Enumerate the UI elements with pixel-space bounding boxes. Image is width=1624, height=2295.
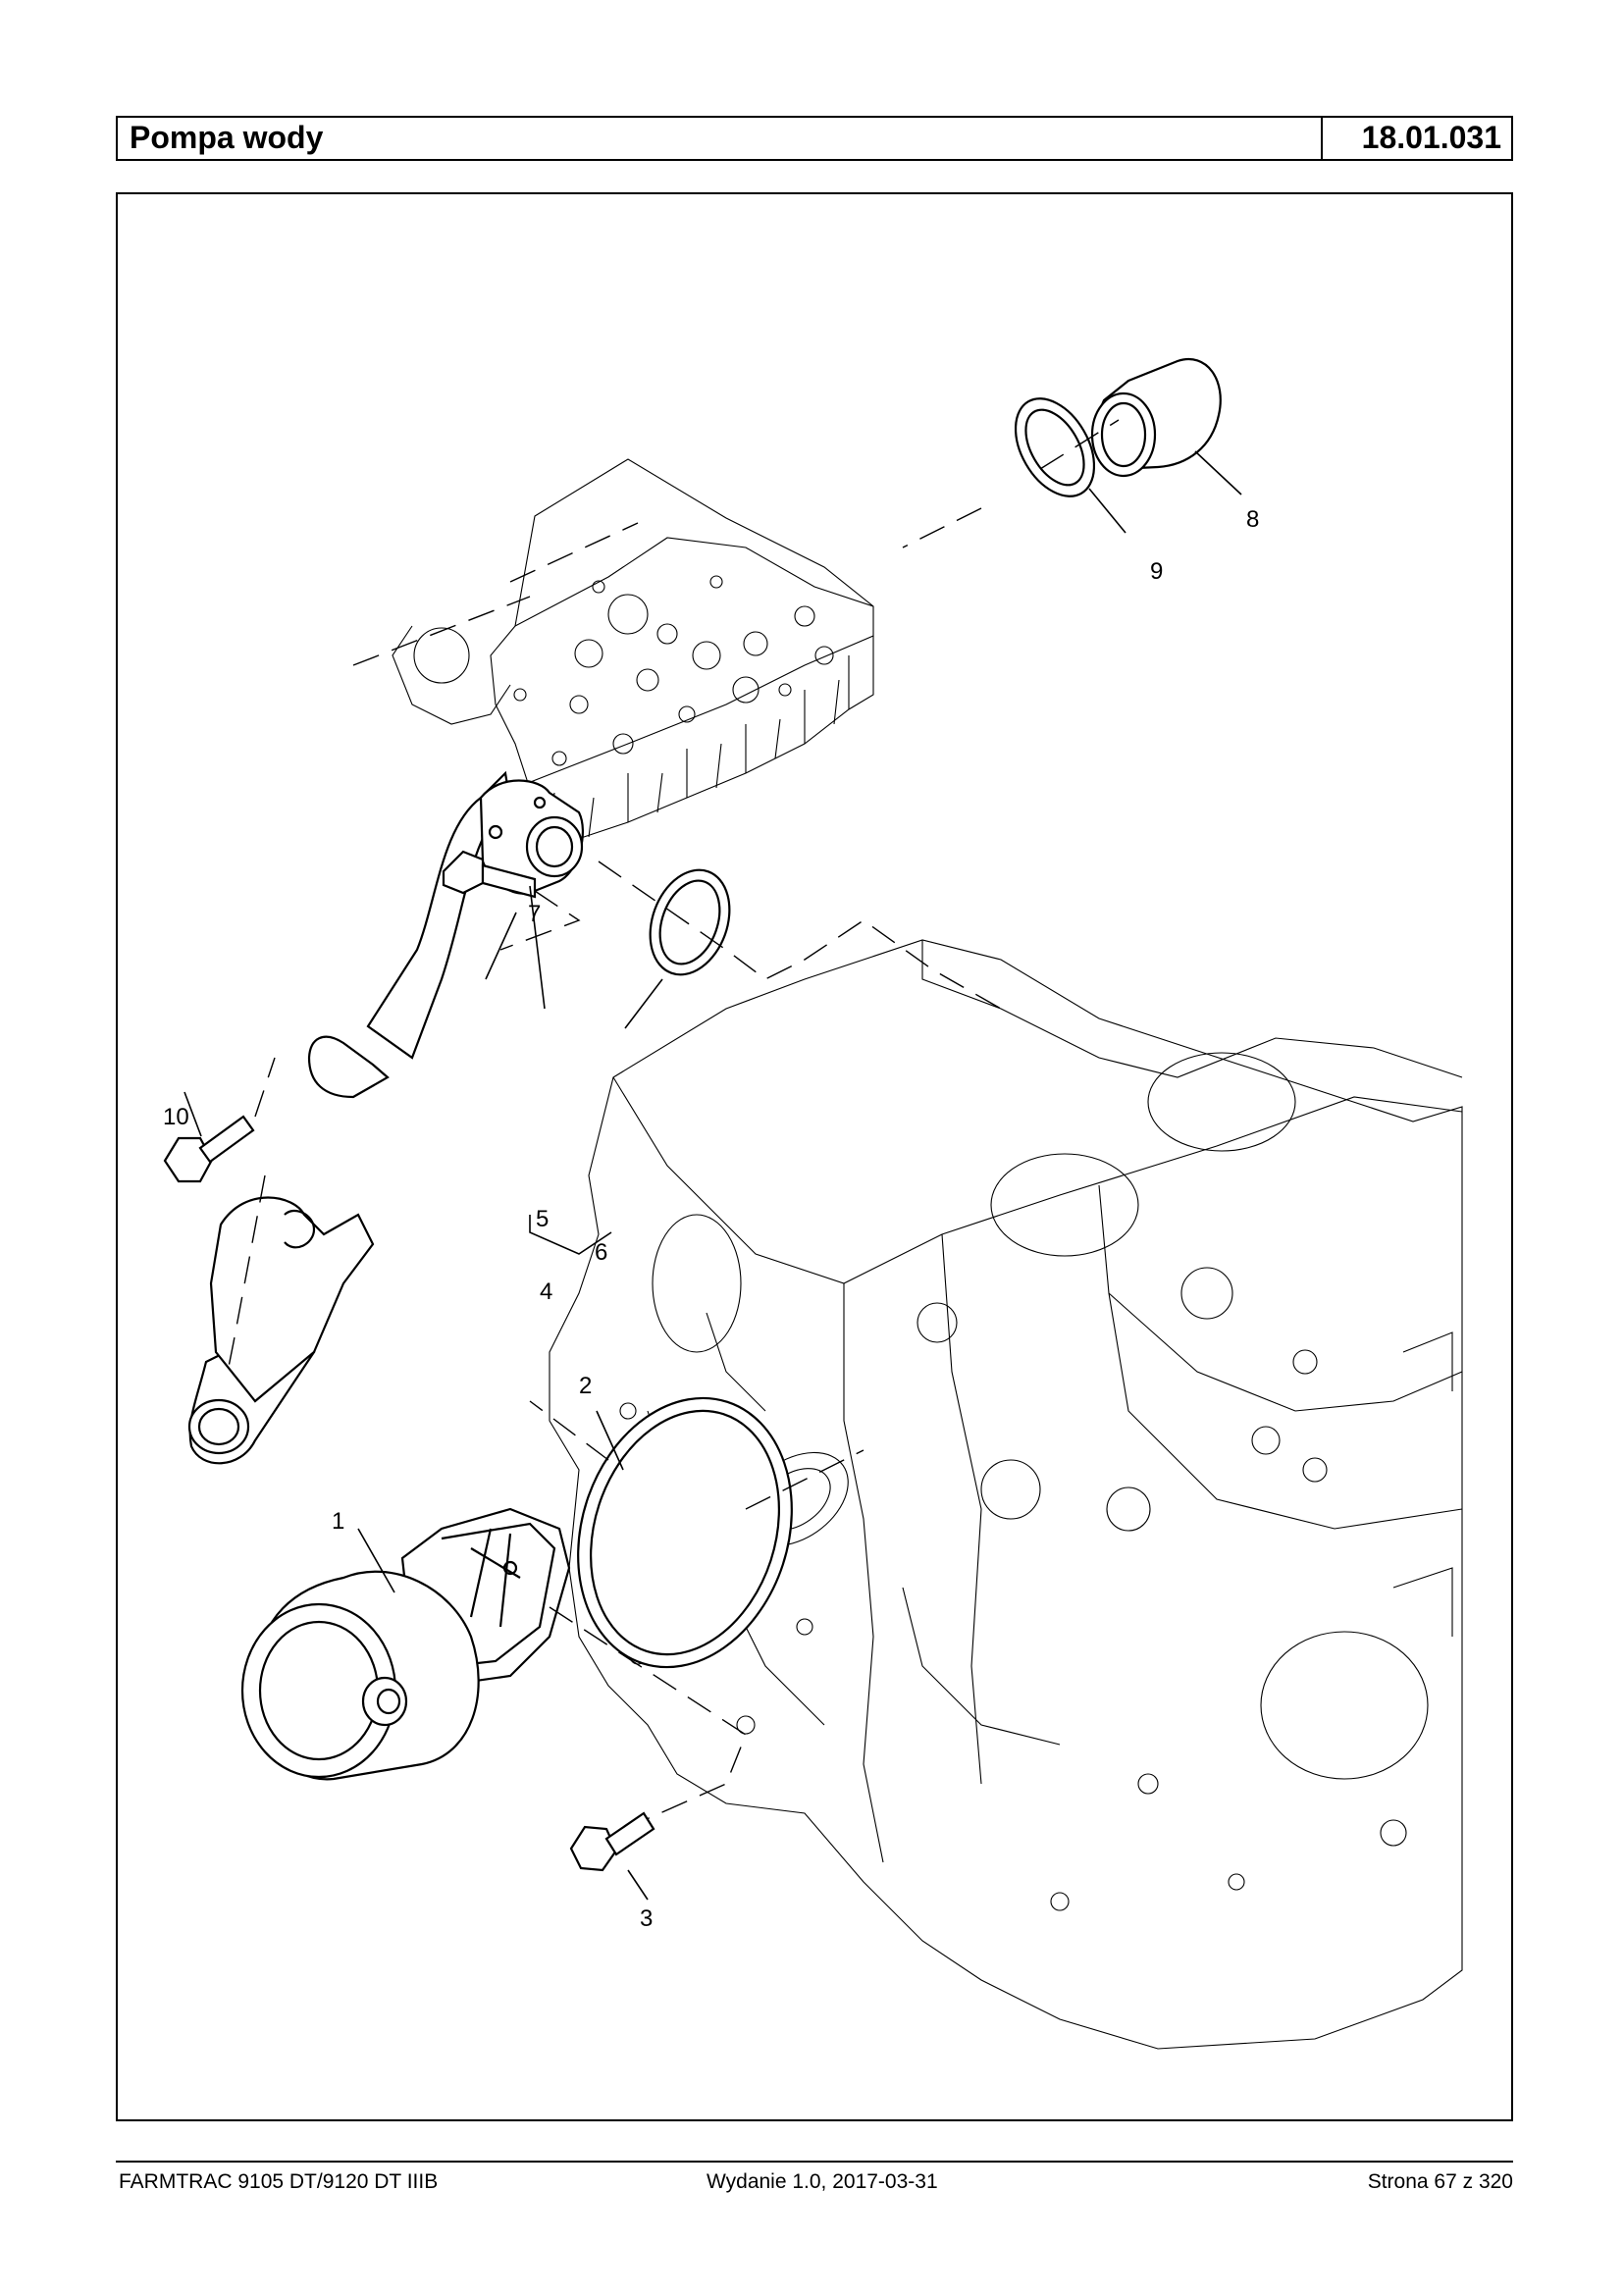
- callout-4: 4: [540, 1278, 552, 1305]
- leader-lines: [183, 450, 1242, 1901]
- callout-9: 9: [1150, 558, 1163, 585]
- callout-3: 3: [640, 1905, 653, 1932]
- footer-edition: Wydanie 1.0, 2017-03-31: [707, 2170, 938, 2193]
- seal-ring-9-drawing: [1014, 397, 1096, 497]
- callout-6: 6: [595, 1239, 607, 1266]
- callout-1: 1: [332, 1508, 344, 1535]
- callout-2: 2: [579, 1373, 592, 1399]
- page-header: Pompa wody 18.01.031: [116, 116, 1513, 161]
- water-pipe-drawing: [187, 770, 584, 1465]
- o-ring-6-drawing: [598, 861, 1002, 1010]
- gasket-2-drawing: [529, 1396, 864, 1669]
- exploded-parts-diagram: 1 2 3 4 5 6 7 8 9 10: [163, 358, 1463, 2050]
- bolt-3-drawing: [569, 1811, 655, 1872]
- callout-10: 10: [163, 1104, 189, 1130]
- engine-block-drawing: [549, 939, 1463, 2050]
- footer-page-number: Strona 67 z 320: [1367, 2170, 1513, 2193]
- callout-7: 7: [528, 901, 541, 927]
- callout-8: 8: [1246, 506, 1259, 533]
- bolt-7-drawing: [442, 850, 581, 951]
- cylinder-head-drawing: [352, 458, 874, 853]
- callout-5: 5: [536, 1206, 549, 1232]
- diagram-frame: 1 2 3 4 5 6 7 8 9 10: [116, 192, 1513, 2121]
- bolt-10-drawing: [163, 1057, 276, 1373]
- plug-8-drawing: [902, 358, 1222, 548]
- footer-divider: [116, 2161, 1513, 2163]
- section-code: 18.01.031: [1361, 120, 1501, 155]
- page-title: Pompa wody: [118, 118, 1323, 159]
- water-pump-1-drawing: [240, 1507, 747, 1824]
- footer-model: FARMTRAC 9105 DT/9120 DT IIIB: [119, 2170, 439, 2193]
